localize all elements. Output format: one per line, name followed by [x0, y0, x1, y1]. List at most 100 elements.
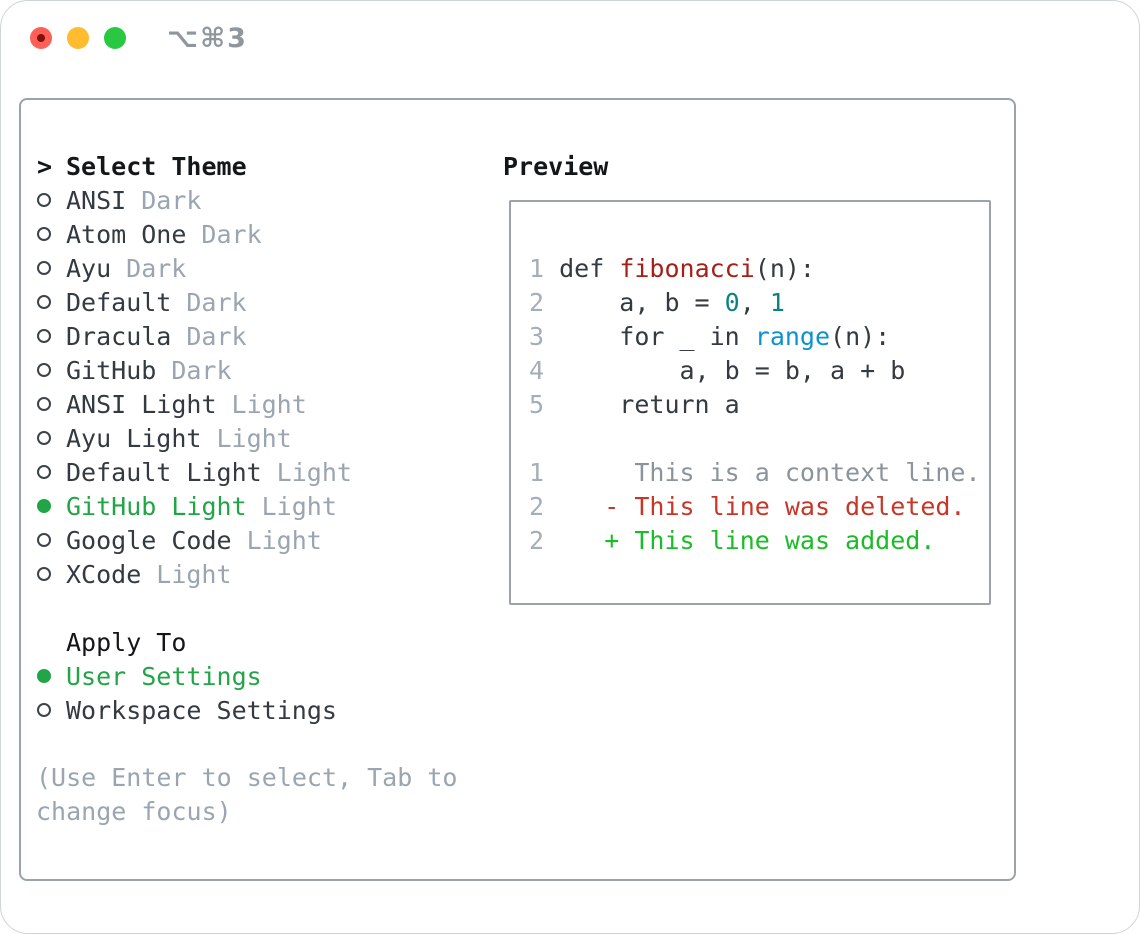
theme-variant-tag: Dark [171, 355, 232, 385]
code-line: 4 a, b = b, a + b [529, 354, 981, 388]
theme-name: XCode [66, 559, 142, 589]
diff-line-context: 1 This is a context line. [529, 456, 981, 490]
code-segment: for _ in [559, 322, 755, 351]
theme-name: ANSI [66, 185, 127, 215]
theme-name: Dracula [66, 321, 172, 351]
theme-name: GitHub [66, 355, 157, 385]
theme-variant-tag: Dark [126, 253, 187, 283]
line-number: 4 [529, 356, 545, 385]
radio-icon [37, 363, 51, 377]
diff-line-added: 2 + This line was added. [529, 524, 981, 558]
radio-selected-icon [37, 499, 51, 513]
code-segment: fibonacci [619, 254, 755, 283]
line-number: 1 [529, 458, 545, 487]
cursor-icon: > [37, 151, 53, 181]
radio-icon [37, 397, 51, 411]
apply-option-user-settings[interactable]: User Settings [37, 659, 337, 693]
radio-icon [37, 567, 51, 581]
line-number: 3 [529, 322, 545, 351]
theme-name: Ayu [66, 253, 112, 283]
theme-option-atom-one[interactable]: Atom One Dark [37, 217, 352, 251]
diff-text: This is a context line. [634, 458, 981, 487]
radio-icon [37, 193, 51, 207]
diff-marker [604, 456, 634, 490]
diff-text: This line was added. [634, 526, 936, 555]
select-theme-label: Select Theme [66, 151, 247, 181]
maximize-button[interactable] [104, 27, 126, 49]
radio-slot [37, 567, 66, 581]
apply-option-workspace-settings[interactable]: Workspace Settings [37, 693, 337, 727]
radio-slot [37, 397, 66, 411]
theme-variant-tag: Dark [186, 321, 247, 351]
minimize-button[interactable] [67, 27, 89, 49]
close-button[interactable] [30, 27, 52, 49]
theme-variant-tag: Dark [201, 219, 262, 249]
code-segment: range [754, 322, 831, 351]
radio-icon [37, 227, 51, 241]
radio-slot [37, 703, 66, 717]
theme-name: Google Code [66, 525, 232, 555]
code-line: 3 for _ in range(n): [529, 320, 981, 354]
code-segment: def [559, 254, 620, 283]
theme-variant-tag: Light [216, 423, 292, 453]
theme-variant-tag: Light [276, 457, 352, 487]
radio-slot [37, 499, 66, 513]
blank-line [529, 422, 981, 456]
code-segment: return a [559, 390, 740, 419]
line-number: 2 [529, 526, 545, 555]
apply-option-label: User Settings [66, 661, 262, 691]
theme-name: Default [66, 287, 172, 317]
radio-icon [37, 295, 51, 309]
code-line: 5 return a [529, 388, 981, 422]
radio-slot [37, 431, 66, 445]
theme-variant-tag: Dark [141, 185, 202, 215]
window-title: ⌥⌘3 [167, 23, 248, 54]
radio-slot [37, 261, 66, 275]
radio-slot [37, 669, 66, 683]
radio-selected-icon [37, 669, 51, 683]
radio-icon [37, 465, 51, 479]
theme-option-dracula[interactable]: Dracula Dark [37, 319, 352, 353]
apply-to-label: Apply To [66, 627, 187, 657]
code-segment: , [739, 288, 770, 317]
theme-name: Atom One [66, 219, 187, 249]
theme-option-github[interactable]: GitHub Dark [37, 353, 352, 387]
theme-option-ayu[interactable]: Ayu Dark [37, 251, 352, 285]
preview-header: Preview [503, 151, 609, 181]
theme-variant-tag: Light [261, 491, 337, 521]
code-segment: (n): [830, 322, 891, 351]
radio-slot [37, 193, 66, 207]
apply-option-label: Workspace Settings [66, 695, 337, 725]
radio-icon [37, 261, 51, 275]
theme-option-ansi[interactable]: ANSI Dark [37, 183, 352, 217]
code-segment: a, b = b, a + b [559, 356, 906, 385]
radio-icon [37, 329, 51, 343]
line-number: 2 [529, 492, 545, 521]
code-segment: 0 [724, 288, 740, 317]
radio-slot [37, 295, 66, 309]
radio-icon [37, 431, 51, 445]
diff-text: This line was deleted. [634, 492, 966, 521]
code-segment: 1 [769, 288, 785, 317]
radio-icon [37, 533, 51, 547]
select-theme-header: > Select Theme [37, 149, 352, 183]
radio-slot [37, 465, 66, 479]
radio-slot [37, 329, 66, 343]
theme-option-xcode[interactable]: XCode Light [37, 557, 352, 591]
line-number: 2 [529, 288, 545, 317]
theme-variant-tag: Light [156, 559, 232, 589]
theme-variant-tag: Light [231, 389, 307, 419]
diff-marker: + [604, 526, 620, 555]
radio-icon [37, 703, 51, 717]
